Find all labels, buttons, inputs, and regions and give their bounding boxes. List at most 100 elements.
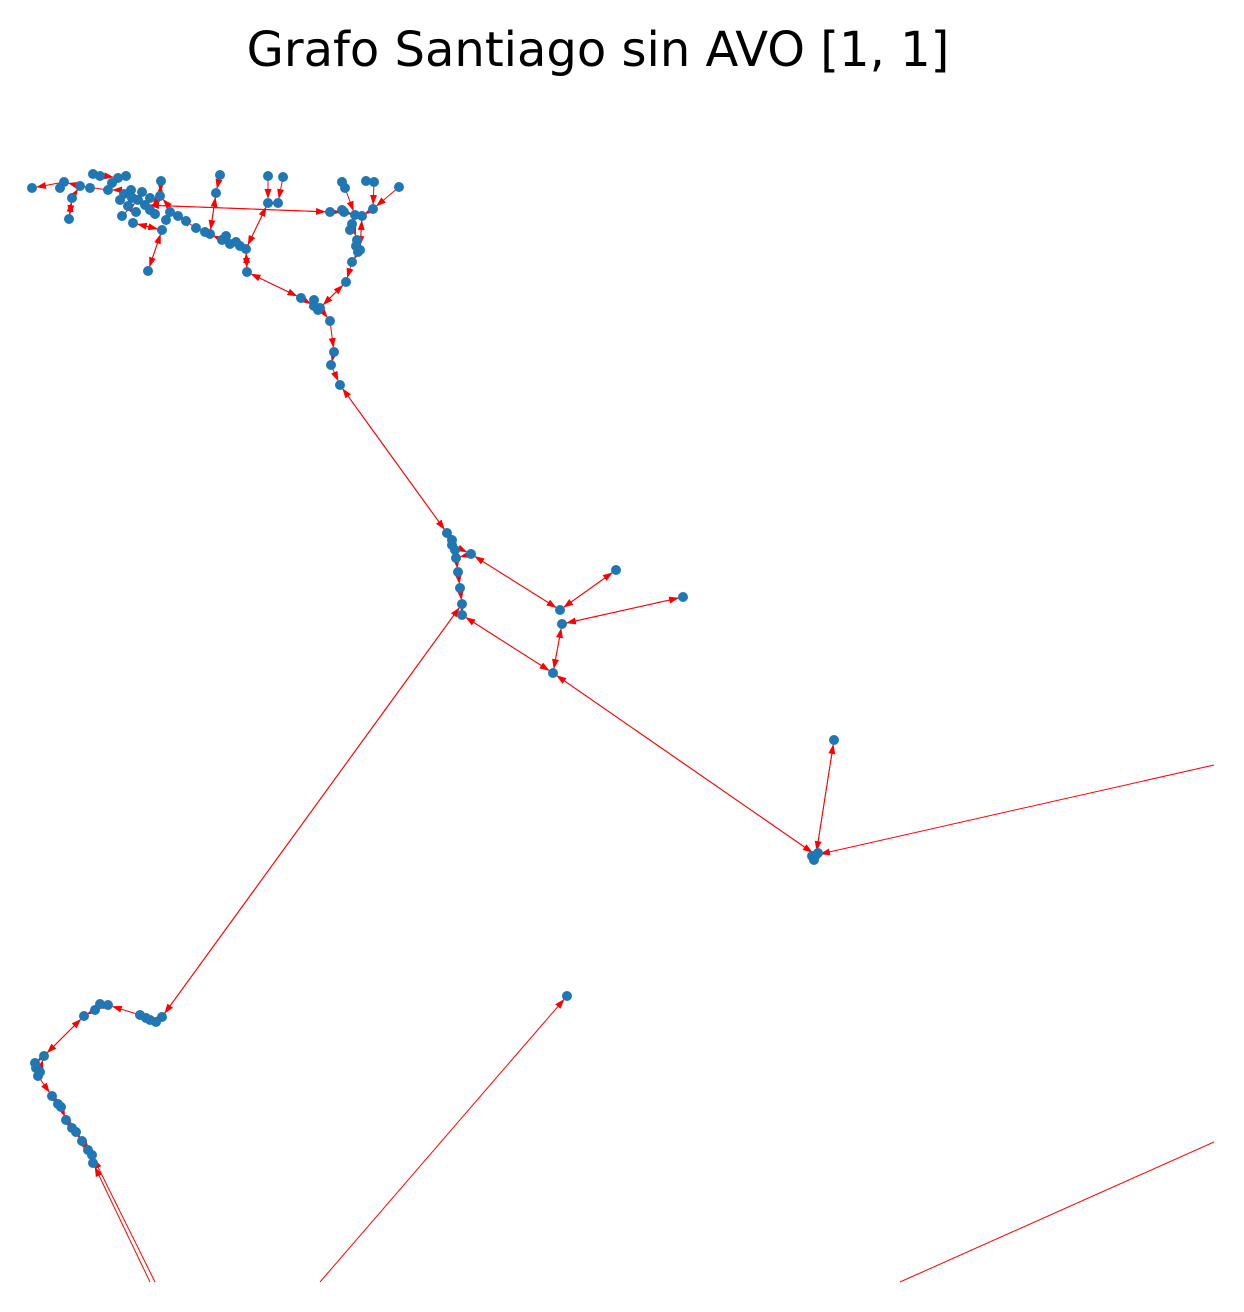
graph-node [77, 1136, 87, 1146]
graph-node [457, 610, 467, 620]
graph-node [296, 293, 306, 303]
graph-node [337, 177, 347, 187]
graph-node [161, 215, 171, 225]
graph-node [200, 227, 210, 237]
graph-edge [819, 764, 1215, 856]
graph-node [53, 1099, 63, 1109]
graph-edge [556, 675, 817, 856]
graph-node [345, 225, 355, 235]
graph-node [221, 231, 231, 241]
graph-node [368, 204, 378, 214]
graph-node [83, 1145, 93, 1155]
graph-node [211, 188, 221, 198]
graph-node [353, 247, 363, 257]
graph-node [450, 545, 460, 555]
graph-node [150, 209, 160, 219]
graph-node [64, 214, 74, 224]
graph-node [263, 198, 273, 208]
graph-edge [563, 569, 617, 608]
graph-edge [565, 596, 684, 625]
graph-node [447, 535, 457, 545]
graph-node [557, 619, 567, 629]
graph-node [123, 201, 133, 211]
graph-edge [465, 617, 554, 674]
graph-node [548, 668, 558, 678]
graph-node [141, 1013, 151, 1023]
graph-edge [161, 607, 460, 1018]
graph-edge [552, 627, 563, 674]
graph-node [242, 267, 252, 277]
graph-edge [899, 1141, 1215, 1283]
graph-node [107, 178, 117, 188]
graph-node [128, 218, 138, 228]
graph-node [442, 528, 452, 538]
graph-node [27, 183, 37, 193]
graph-node [95, 171, 105, 181]
graph-node [562, 991, 572, 1001]
graph-edge [342, 388, 448, 534]
graph-edge [93, 1158, 156, 1283]
graph-node [85, 183, 95, 193]
graph-node [95, 999, 105, 1009]
graph-node [829, 735, 839, 745]
graph-node [325, 207, 335, 217]
graph-node [394, 182, 404, 192]
graph-node [326, 360, 336, 370]
graph-node [173, 211, 183, 221]
graph-node [309, 295, 319, 305]
graph-node [55, 183, 65, 193]
graph-node [35, 1067, 45, 1077]
graph-node [329, 347, 339, 357]
graph-node [611, 565, 621, 575]
graph-node [145, 193, 155, 203]
graph-edge [148, 202, 331, 213]
graph-node [215, 170, 225, 180]
graph-node [809, 855, 819, 865]
graph-node [61, 1115, 71, 1125]
graph-edge [245, 206, 267, 250]
graph-edge [319, 999, 565, 1283]
graph-node [451, 553, 461, 563]
graph-node [157, 225, 167, 235]
graph-node [117, 211, 127, 221]
graph-node [115, 195, 125, 205]
graph-node [39, 1051, 49, 1061]
graph-edges [31, 172, 1215, 1283]
graph-edge [250, 273, 302, 299]
graph-node [278, 172, 288, 182]
graph-node [369, 177, 379, 187]
graph-node [341, 277, 351, 287]
graph-edge [319, 284, 344, 309]
graph-node [678, 592, 688, 602]
graph-nodes [27, 169, 839, 1168]
graph-node [67, 1123, 77, 1133]
graph-node [165, 207, 175, 217]
graph-edge [43, 1018, 82, 1057]
graph-node [79, 1011, 89, 1021]
graph-node [555, 605, 565, 615]
graph-node [103, 1000, 113, 1010]
graph-edge [474, 556, 561, 611]
graph-node [235, 241, 245, 251]
graph-node [453, 567, 463, 577]
graph-node [156, 176, 166, 186]
graph-edge [209, 196, 218, 235]
graph-node [155, 191, 165, 201]
graph-node [131, 207, 141, 217]
graph-title: Grafo Santiago sin AVO [1, 1] [246, 22, 950, 78]
graph-node [457, 599, 467, 609]
graph-node [337, 205, 347, 215]
graph-node [313, 305, 323, 315]
graph-node [88, 1158, 98, 1168]
graph-node [75, 181, 85, 191]
graph-node [121, 171, 131, 181]
graph-node [347, 257, 357, 267]
graph-node [273, 198, 283, 208]
graph-node [335, 380, 345, 390]
graph-node [127, 193, 137, 203]
graph-node [137, 187, 147, 197]
graph-node [361, 176, 371, 186]
graph-edge [149, 229, 163, 268]
graph-node [191, 223, 201, 233]
